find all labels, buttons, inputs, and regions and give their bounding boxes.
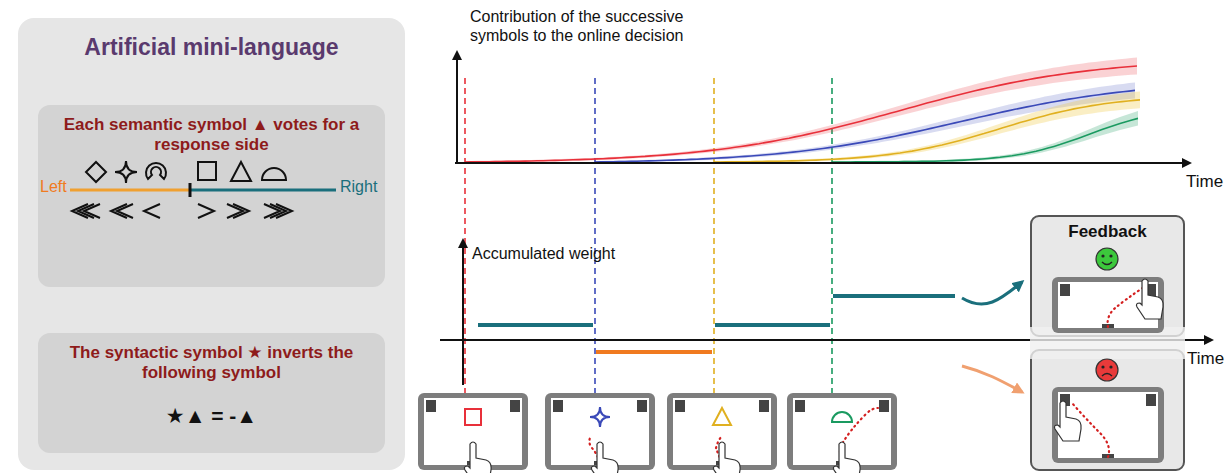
feedback-illustration xyxy=(1030,215,1185,472)
axis-title: Contribution of the successive symbols t… xyxy=(470,7,732,45)
axis-title: Accumulated weight xyxy=(472,244,615,263)
dashed-onsets xyxy=(465,78,832,393)
feedback-box: Feedback xyxy=(1030,215,1185,472)
rule-formula: ★▲ = -▲ xyxy=(62,403,361,428)
axis-label: Time xyxy=(1187,349,1224,369)
outcome-arrow xyxy=(962,366,1022,392)
rule-heading: The syntactic symbol ★ inverts the follo… xyxy=(62,343,361,384)
accumulated-steps xyxy=(478,296,955,352)
chart-axes xyxy=(440,52,1212,385)
feedback-title: Feedback xyxy=(1036,222,1179,242)
axis-label: Time xyxy=(1186,172,1223,192)
side-label: Left xyxy=(40,177,67,196)
contribution-curves xyxy=(465,58,1140,163)
outcome-arrow xyxy=(962,282,1022,304)
rule-box: Each semantic symbol ▲ votes for a respo… xyxy=(38,105,385,287)
panel: Artificial mini-languageEach semantic sy… xyxy=(18,18,405,470)
trial-screens xyxy=(418,393,897,473)
rule-heading: Each semantic symbol ▲ votes for a respo… xyxy=(62,115,361,156)
side-label: Right xyxy=(340,177,377,196)
rule-box: The syntactic symbol ★ inverts the follo… xyxy=(38,333,385,453)
panel-title: Artificial mini-language xyxy=(28,34,395,62)
